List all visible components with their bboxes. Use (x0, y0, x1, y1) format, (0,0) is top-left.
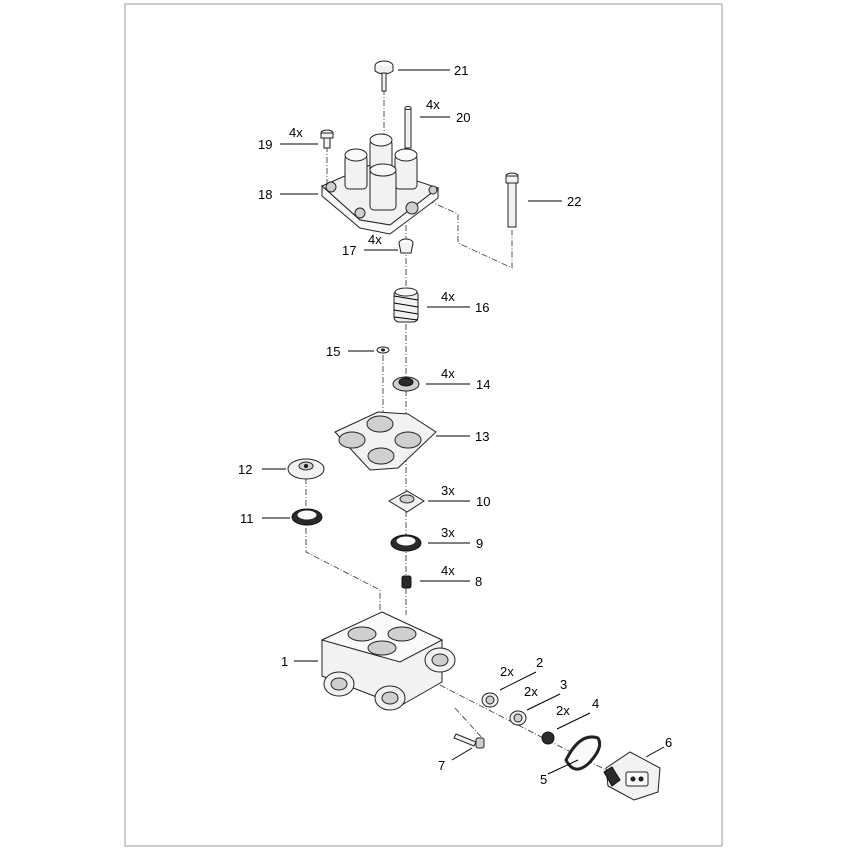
label-16: 16 (475, 300, 489, 315)
part-21 (374, 60, 394, 92)
part-6-connector (603, 751, 661, 801)
part-20 (404, 106, 412, 149)
label-5: 5 (540, 772, 547, 787)
part-18-cover (321, 133, 440, 235)
label-10: 10 (476, 494, 490, 509)
part-22 (505, 172, 519, 228)
qty-9: 3x (441, 525, 455, 540)
part-15 (376, 346, 390, 354)
part-13-gasket (334, 411, 437, 471)
part-5-oring (564, 735, 602, 771)
part-2 (481, 692, 499, 708)
drawing-frame (124, 3, 723, 847)
part-8 (401, 575, 412, 589)
part-4 (541, 731, 555, 745)
leader-lines (262, 69, 665, 775)
qty-2: 2x (500, 664, 514, 679)
label-18: 18 (258, 187, 272, 202)
qty-10: 3x (441, 483, 455, 498)
qty-3: 2x (524, 684, 538, 699)
qty-4: 2x (556, 703, 570, 718)
part-19 (320, 129, 334, 149)
part-number-labels: 21 20 19 18 22 17 16 15 14 13 12 11 10 9… (238, 63, 672, 787)
quantity-labels: 4x 4x 4x 4x 4x 3x 3x 4x 2x 2x 2x (289, 97, 570, 718)
label-22: 22 (567, 194, 581, 209)
label-11: 11 (240, 511, 254, 526)
label-2: 2 (536, 655, 543, 670)
label-19: 19 (258, 137, 272, 152)
qty-14: 4x (441, 366, 455, 381)
label-13: 13 (475, 429, 489, 444)
label-7: 7 (438, 758, 445, 773)
label-4: 4 (592, 696, 599, 711)
qty-19: 4x (289, 125, 303, 140)
label-3: 3 (560, 677, 567, 692)
part-17 (398, 238, 414, 254)
part-14 (392, 376, 420, 392)
qty-16: 4x (441, 289, 455, 304)
part-16-spring (393, 287, 419, 323)
label-15: 15 (326, 344, 340, 359)
label-17: 17 (342, 243, 356, 258)
qty-20: 4x (426, 97, 440, 112)
label-12: 12 (238, 462, 252, 477)
part-7-screw (453, 733, 485, 749)
qty-17: 4x (368, 232, 382, 247)
label-21: 21 (454, 63, 468, 78)
label-6: 6 (665, 735, 672, 750)
label-9: 9 (476, 536, 483, 551)
part-11 (291, 508, 323, 526)
part-1-body (320, 611, 456, 711)
label-20: 20 (456, 110, 470, 125)
label-1: 1 (281, 654, 288, 669)
label-14: 14 (476, 377, 490, 392)
qty-8: 4x (441, 563, 455, 578)
part-10 (388, 490, 425, 513)
part-12 (287, 458, 325, 480)
part-9 (390, 534, 422, 552)
label-8: 8 (475, 574, 482, 589)
part-3 (509, 710, 527, 726)
